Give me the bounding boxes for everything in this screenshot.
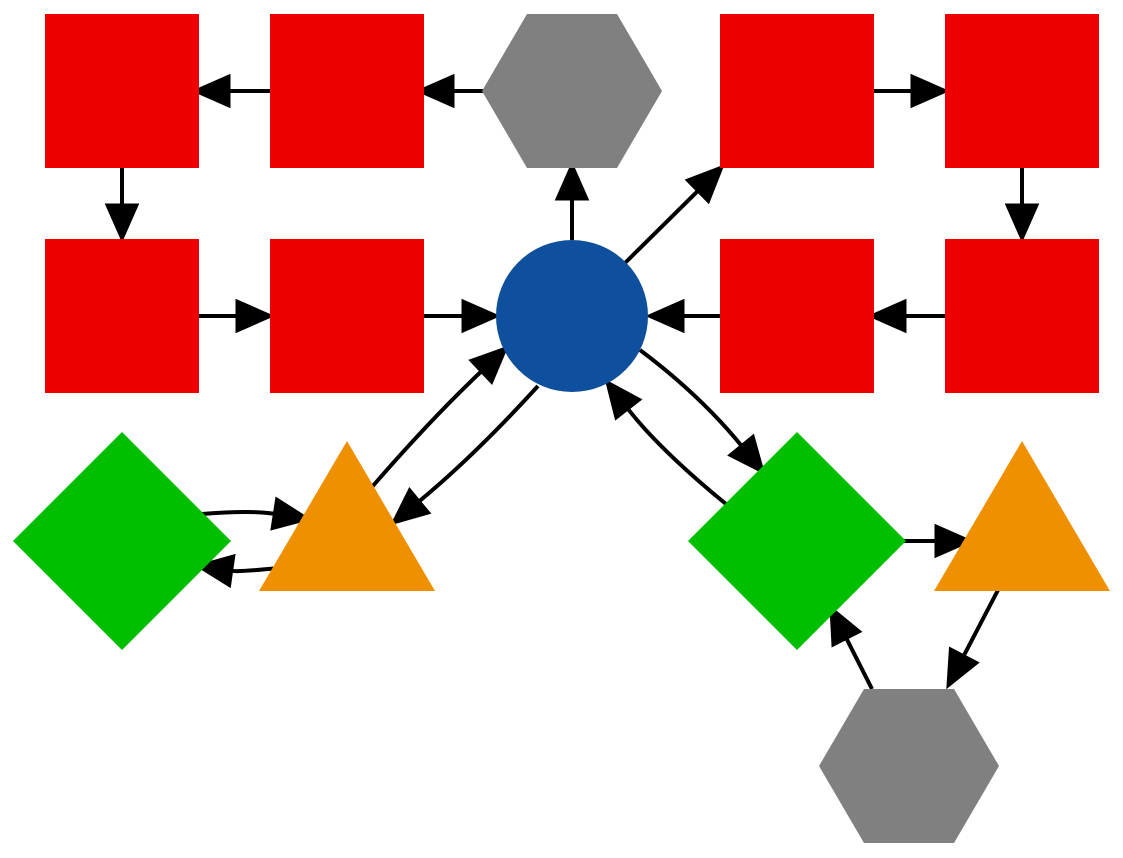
edge-line	[844, 637, 874, 690]
edge-dia-left-to-tri-left	[201, 496, 312, 531]
edge-line	[417, 384, 540, 503]
edge-line	[626, 407, 728, 506]
arrowhead	[554, 161, 590, 201]
edge-sq1-to-sq5	[104, 168, 140, 243]
arrowhead	[191, 73, 231, 109]
node-square-sq6	[270, 239, 424, 393]
arrowhead	[727, 433, 766, 475]
arrowhead	[235, 298, 275, 334]
node-square-sq8	[945, 239, 1099, 393]
arrowhead	[934, 523, 974, 559]
node-circle-hub	[496, 240, 648, 392]
arrowhead	[946, 646, 980, 690]
edge-dia-right-to-tri-right	[904, 523, 974, 559]
node-layer	[13, 14, 1110, 843]
node-triangle-tri-right	[934, 441, 1110, 591]
edge-dia-right-to-hub	[604, 379, 728, 506]
edge-sq6-to-hub	[424, 298, 501, 334]
edge-layer	[104, 73, 1040, 690]
edge-line	[201, 509, 275, 516]
edge-hex-top-to-sq2	[415, 73, 486, 109]
node-square-sq3	[720, 14, 874, 168]
edge-sq8-to-sq7	[867, 298, 946, 334]
node-square-sq7	[720, 239, 874, 393]
edge-sq4-to-sq8	[1004, 168, 1040, 243]
arrowhead	[604, 379, 643, 421]
arrowhead	[461, 298, 501, 334]
node-hexagon-hex-bottom	[819, 689, 999, 843]
arrowhead	[684, 164, 725, 205]
arrowhead	[468, 345, 509, 385]
arrowhead	[390, 487, 432, 526]
edge-line	[623, 189, 700, 265]
node-square-sq2	[270, 14, 424, 168]
node-square-sq4	[945, 14, 1099, 168]
arrowhead	[1004, 203, 1040, 243]
arrowhead	[829, 604, 863, 648]
edge-hub-to-hex-top	[554, 161, 590, 240]
node-triangle-tri-left	[259, 441, 435, 591]
edge-line	[231, 566, 279, 574]
edge-hub-to-dia-right	[638, 348, 766, 475]
node-square-sq5	[45, 239, 199, 393]
arrowhead	[270, 496, 312, 531]
edge-hex-bottom-to-dia-right	[829, 604, 874, 690]
node-square-sq1	[45, 14, 199, 168]
edge-tri-left-to-hub	[370, 345, 509, 489]
arrowhead	[910, 73, 950, 109]
edge-sq5-to-sq6	[199, 298, 275, 334]
arrowhead	[867, 298, 907, 334]
node-diamond-dia-left	[13, 432, 231, 650]
arrowhead	[645, 298, 685, 334]
node-diamond-dia-right	[688, 432, 906, 650]
edge-sq7-to-hub	[645, 298, 721, 334]
edge-tri-right-to-hex-bottom	[946, 589, 1000, 690]
node-hexagon-hex-top	[482, 14, 662, 168]
arrowhead	[194, 553, 236, 589]
edge-hub-to-sq3	[623, 164, 725, 265]
edge-line	[370, 369, 483, 489]
edge-sq3-to-sq4	[874, 73, 950, 109]
arrowhead	[415, 73, 455, 109]
arrowhead	[104, 203, 140, 243]
edge-tri-left-to-dia-left	[194, 553, 279, 589]
edge-sq2-to-sq1	[191, 73, 271, 109]
edge-hub-to-tri-left	[390, 384, 540, 526]
edge-line	[638, 348, 744, 447]
edge-line	[961, 589, 1000, 657]
